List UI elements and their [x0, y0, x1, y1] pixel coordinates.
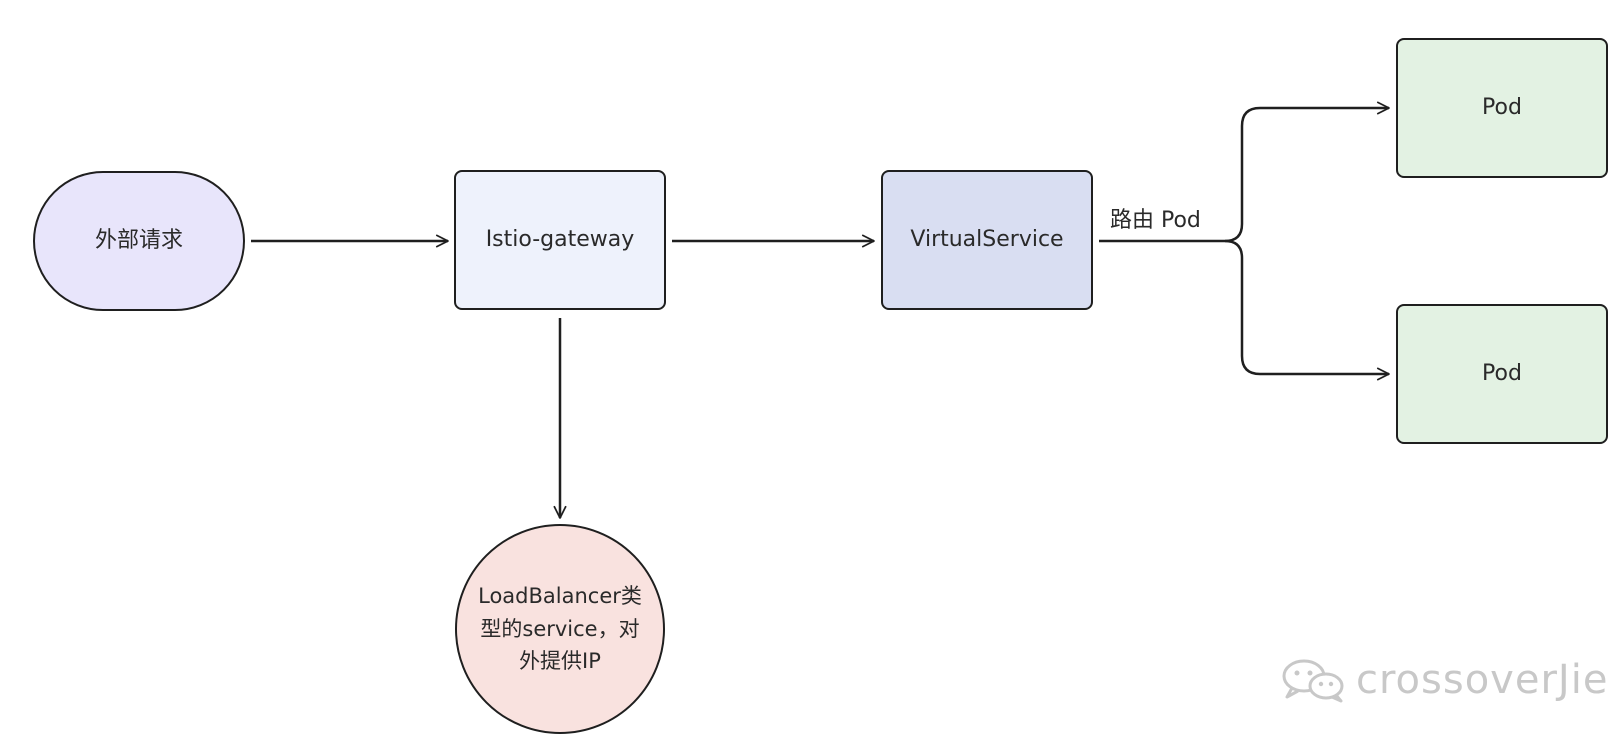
external-request-node: 外部请求: [33, 171, 245, 311]
load-balancer-service-node: LoadBalancer类型的service，对外提供IP: [455, 524, 665, 734]
watermark: crossoverJie: [1278, 656, 1608, 704]
virtual-service-label: VirtualService: [910, 227, 1064, 253]
watermark-text: crossoverJie: [1356, 657, 1609, 703]
route-pod-label: 路由 Pod: [1110, 208, 1201, 233]
pod-bottom-label: Pod: [1482, 361, 1522, 387]
pod-node-bottom: Pod: [1396, 304, 1608, 444]
arrow-virtualservice-to-pod-bottom: [1224, 239, 1390, 381]
external-request-label: 外部请求: [94, 228, 183, 254]
load-balancer-service-label: LoadBalancer类型的service，对外提供IP: [478, 584, 642, 674]
istio-gateway-node: Istio-gateway: [454, 170, 666, 310]
arrow-virtualservice-to-pod-top: [1099, 101, 1390, 243]
istio-gateway-label: Istio-gateway: [485, 227, 635, 253]
pod-node-top: Pod: [1396, 38, 1608, 178]
wechat-icon: [1282, 659, 1344, 703]
virtual-service-node: VirtualService: [881, 170, 1093, 310]
pod-top-label: Pod: [1482, 95, 1522, 121]
